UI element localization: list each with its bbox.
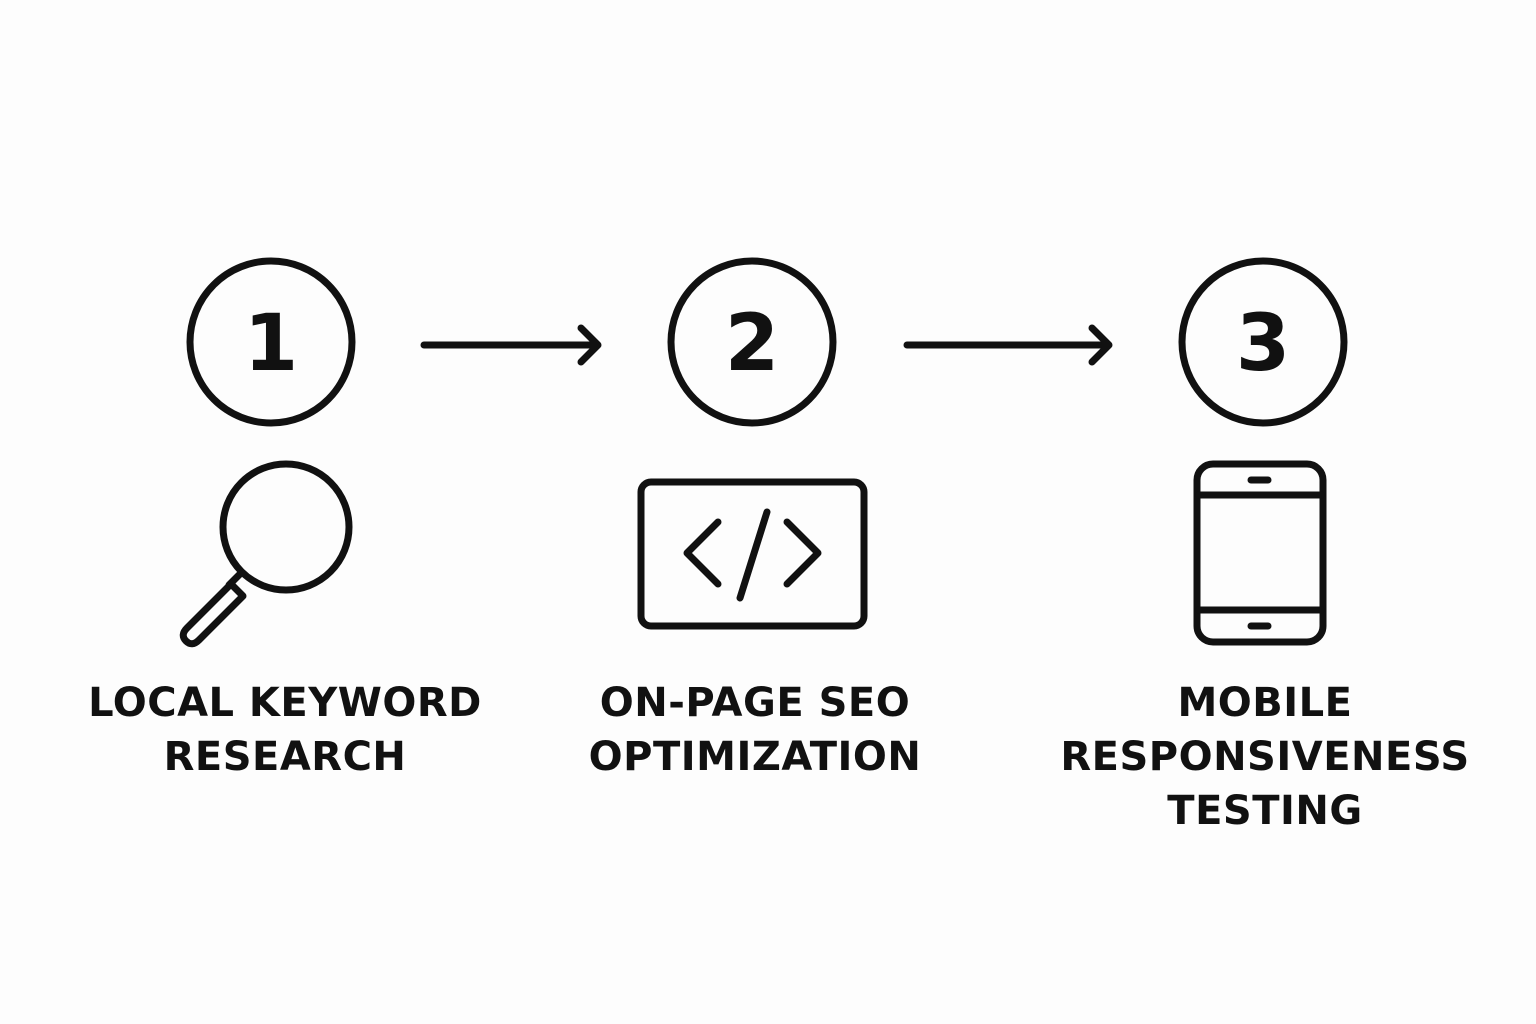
step-2-label-line: OPTIMIZATION bbox=[588, 734, 922, 780]
step-3-label-line: RESPONSIVENESS bbox=[1060, 734, 1470, 780]
step-3-number: 3 bbox=[1236, 299, 1290, 389]
step-1-badge: 1 bbox=[186, 257, 356, 427]
arrow-2-to-3 bbox=[903, 324, 1113, 366]
step-1-label: LOCAL KEYWORD RESEARCH bbox=[70, 676, 500, 784]
arrow-1-to-2 bbox=[420, 324, 602, 366]
step-2-label: ON-PAGE SEO OPTIMIZATION bbox=[540, 676, 970, 784]
step-3-badge: 3 bbox=[1178, 257, 1348, 427]
step-2-badge: 2 bbox=[667, 257, 837, 427]
step-3-label-line: MOBILE bbox=[1177, 680, 1353, 726]
step-2-label-line: ON-PAGE SEO bbox=[599, 680, 911, 726]
step-1-label-line: LOCAL KEYWORD bbox=[88, 680, 482, 726]
mobile-phone-icon bbox=[1193, 460, 1327, 646]
step-3-label-line: TESTING bbox=[1167, 788, 1363, 834]
step-1-label-line: RESEARCH bbox=[163, 734, 407, 780]
step-2-number: 2 bbox=[725, 299, 779, 389]
step-3-label: MOBILE RESPONSIVENESS TESTING bbox=[1040, 676, 1490, 838]
step-1-number: 1 bbox=[244, 299, 298, 389]
code-window-icon bbox=[637, 478, 868, 630]
magnifier-icon bbox=[179, 460, 353, 648]
